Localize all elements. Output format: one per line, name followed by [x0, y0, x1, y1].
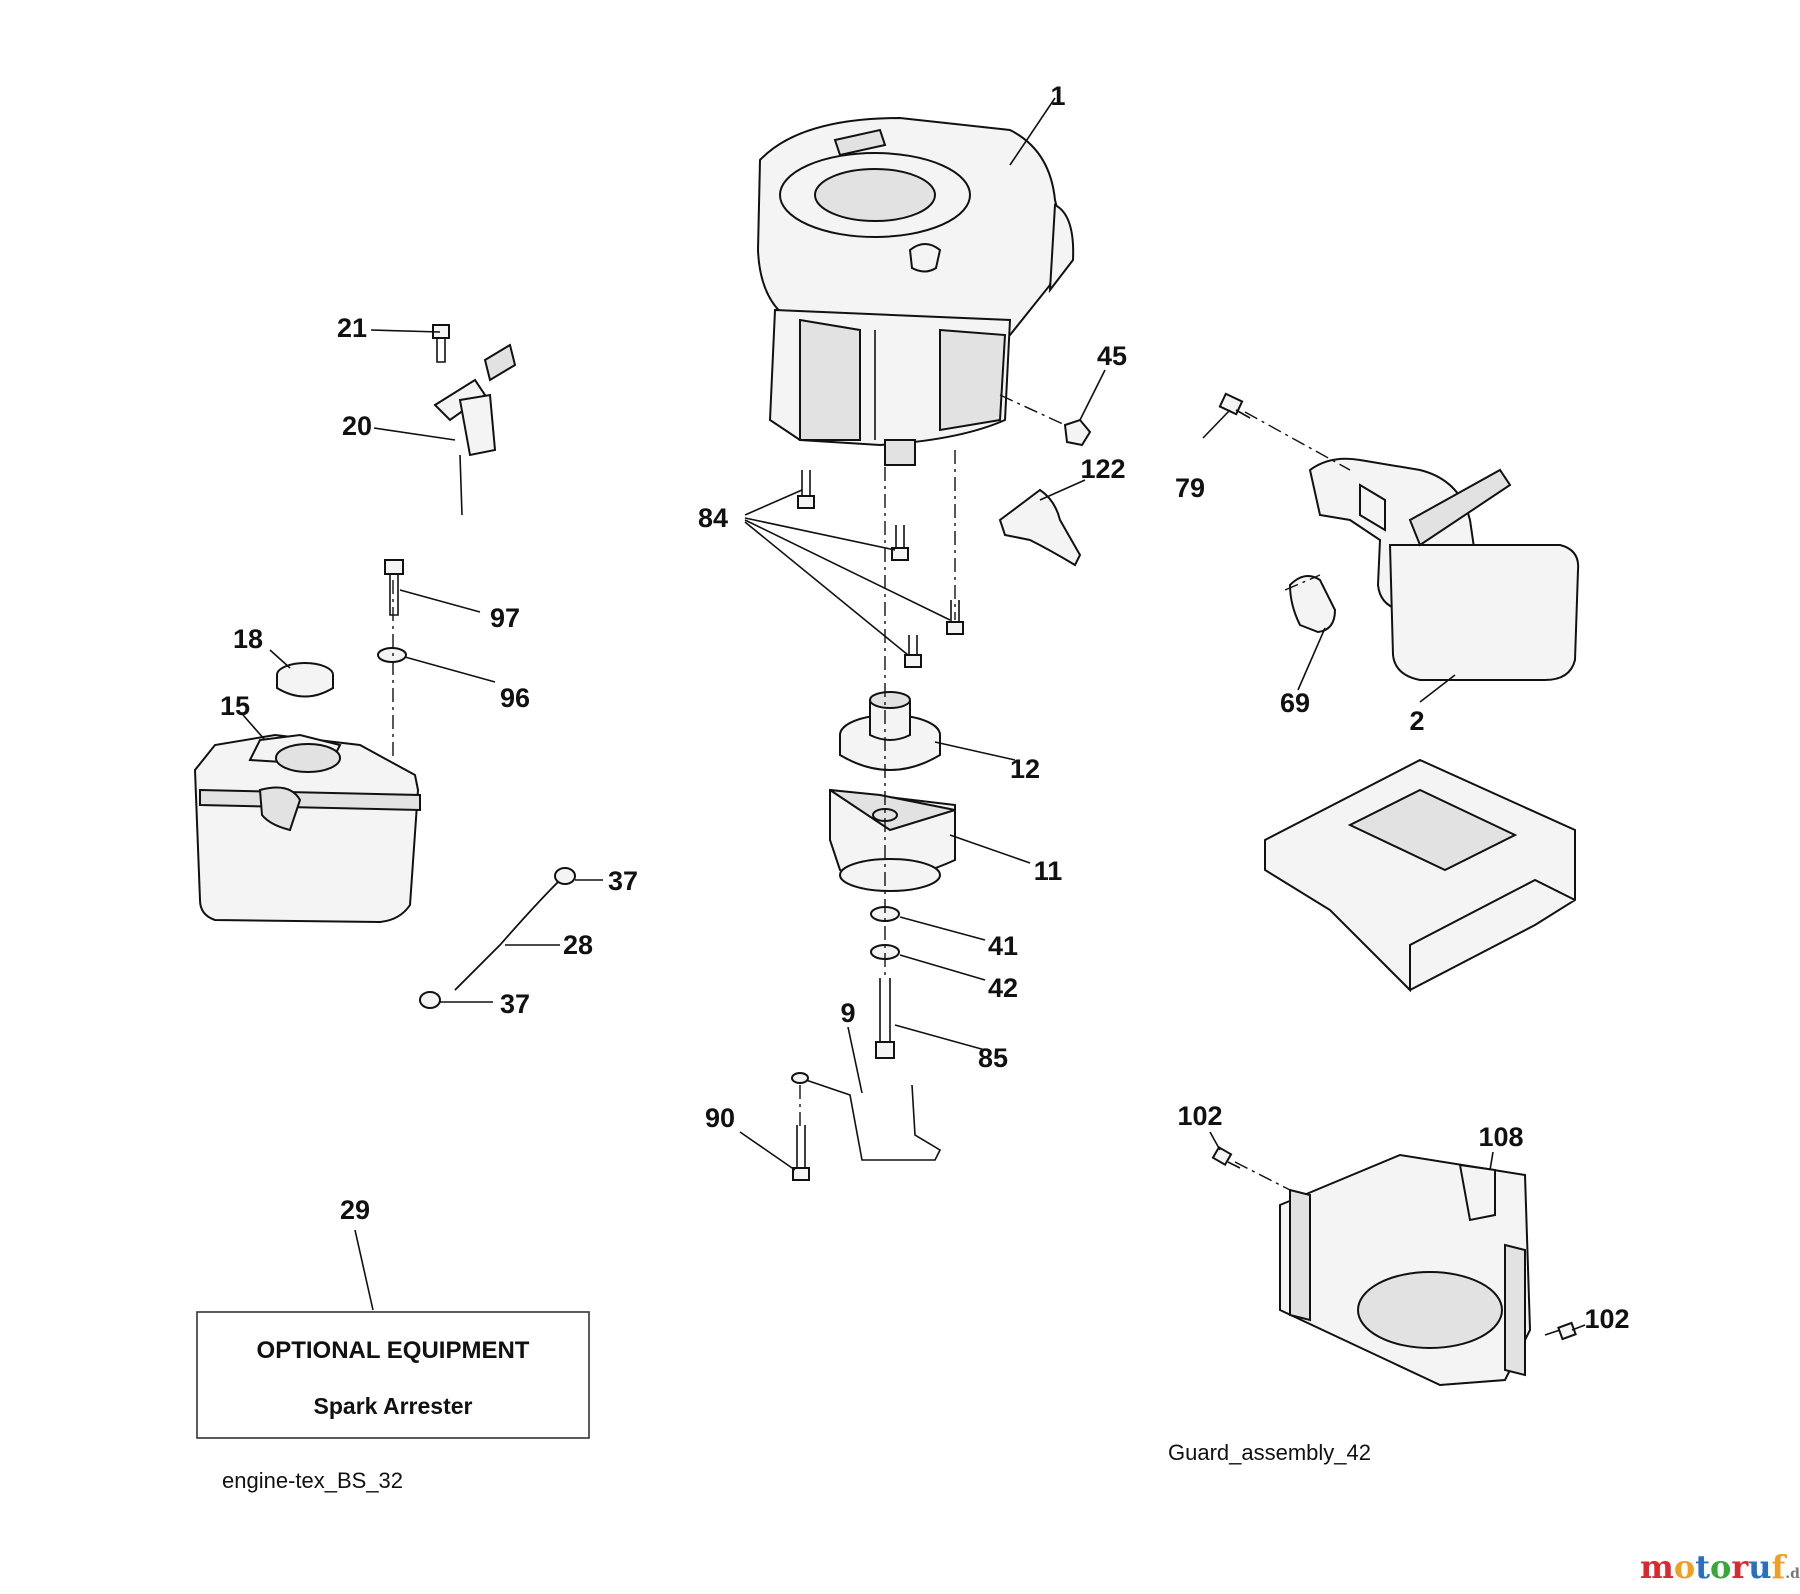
electric-clutch-part[interactable] [829, 788, 956, 892]
callout-108: 108 [1478, 1122, 1523, 1152]
callout-102-top: 102 [1177, 1101, 1222, 1131]
fuel-cap-part[interactable] [276, 662, 334, 698]
nut-45-part[interactable] [1063, 418, 1092, 447]
bolt-79-part[interactable] [1218, 392, 1251, 419]
watermark-tld: .de [1785, 1566, 1800, 1582]
callout-21: 21 [337, 313, 367, 343]
callout-9: 9 [840, 998, 855, 1028]
callout-12: 12 [1010, 754, 1040, 784]
callout-37-bottom: 37 [500, 989, 530, 1019]
callout-90: 90 [705, 1103, 735, 1133]
washer-96-part[interactable] [377, 647, 407, 663]
optional-equipment-box: OPTIONAL EQUIPMENT Spark Arrester [196, 1311, 590, 1439]
screw-21-part[interactable] [432, 324, 450, 363]
callout-15: 15 [220, 691, 250, 721]
fuel-tank-part[interactable] [193, 733, 421, 924]
optional-equipment-subtitle: Spark Arrester [314, 1393, 473, 1419]
throttle-control-part[interactable] [433, 343, 517, 516]
callout-122: 122 [1080, 454, 1125, 484]
bolt-90-part[interactable] [792, 1125, 810, 1181]
callout-2: 2 [1409, 706, 1424, 736]
callout-18: 18 [233, 624, 263, 654]
callout-11: 11 [1034, 856, 1063, 886]
clamp-37-top-part[interactable] [554, 867, 576, 885]
guard-122-part[interactable] [998, 488, 1082, 567]
callout-1: 1 [1050, 81, 1065, 111]
callout-29: 29 [340, 1195, 370, 1225]
bolt-84-d-part[interactable] [904, 635, 922, 668]
engine-mounting-plate-part[interactable] [1264, 758, 1576, 993]
callout-42: 42 [988, 973, 1018, 1003]
callout-102-bottom: 102 [1584, 1304, 1629, 1334]
motoruf-watermark-logo: motoruf.de [1640, 1548, 1800, 1586]
callout-84: 84 [698, 503, 728, 533]
guard-assembly-part[interactable] [1279, 1153, 1532, 1387]
bracket-9-part[interactable] [799, 1077, 942, 1161]
callout-37-top: 37 [608, 866, 638, 896]
callout-69: 69 [1280, 688, 1310, 718]
guard-caption: Guard_assembly_42 [1168, 1440, 1371, 1465]
svg-text:motoruf.de: motoruf.de [1640, 1548, 1800, 1586]
callout-28: 28 [563, 930, 593, 960]
bolt-84-b-part[interactable] [891, 525, 909, 561]
callout-41: 41 [988, 931, 1018, 961]
bolt-84-c-part[interactable] [946, 600, 964, 635]
callout-96: 96 [500, 683, 530, 713]
gasket-part[interactable] [1288, 575, 1337, 634]
bolt-84-a-part[interactable] [797, 470, 815, 509]
callout-79: 79 [1175, 473, 1205, 503]
screw-102-bottom-part[interactable] [1544, 1321, 1577, 1341]
screw-102-top-part[interactable] [1211, 1145, 1241, 1169]
callout-85: 85 [978, 1043, 1008, 1073]
callout-45: 45 [1097, 341, 1127, 371]
screw-97-part[interactable] [384, 559, 404, 616]
callout-97: 97 [490, 603, 520, 633]
engine-caption: engine-tex_BS_32 [222, 1468, 403, 1493]
callout-20: 20 [342, 411, 372, 441]
pulley-part[interactable] [839, 691, 941, 771]
clamp-37-bottom-part[interactable] [419, 991, 441, 1009]
optional-equipment-title: OPTIONAL EQUIPMENT [257, 1337, 530, 1364]
bolt-85-part[interactable] [875, 978, 895, 1059]
engine-part[interactable] [756, 116, 1075, 466]
muffler-part[interactable] [1308, 457, 1580, 681]
